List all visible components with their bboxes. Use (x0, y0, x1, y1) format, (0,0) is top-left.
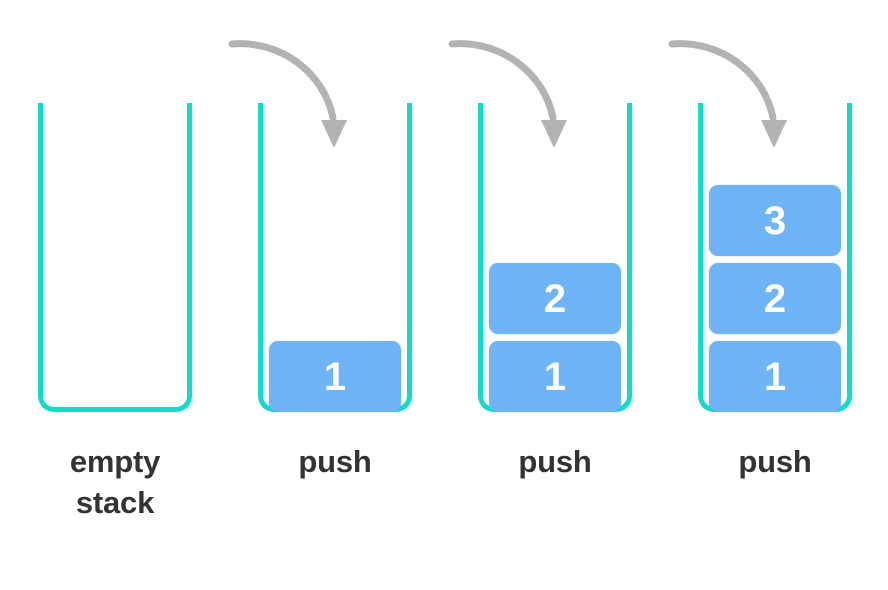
stack-caption: empty stack (69, 444, 161, 521)
stack-item: 1 (489, 341, 621, 412)
stack-column-empty-stack: empty stack (0, 0, 220, 590)
stack-item: 1 (709, 341, 841, 412)
stack-items-group: 1 2 3 (708, 185, 842, 412)
stack-item: 1 (269, 341, 401, 412)
stack-column-push-1: 1 push (220, 0, 440, 590)
stack-caption: push (518, 444, 592, 479)
stack-items-group: 1 2 (488, 263, 622, 412)
stack-column-push-3: 1 2 3 push (660, 0, 880, 590)
stack-item: 2 (709, 263, 841, 334)
stack-column-push-2: 1 2 push (440, 0, 660, 590)
stack-container-outline (38, 103, 192, 412)
stack-items-group: 1 (268, 341, 402, 412)
stack-caption: push (298, 444, 372, 479)
stack-caption: push (738, 444, 812, 479)
stack-item: 3 (709, 185, 841, 256)
stack-item: 2 (489, 263, 621, 334)
